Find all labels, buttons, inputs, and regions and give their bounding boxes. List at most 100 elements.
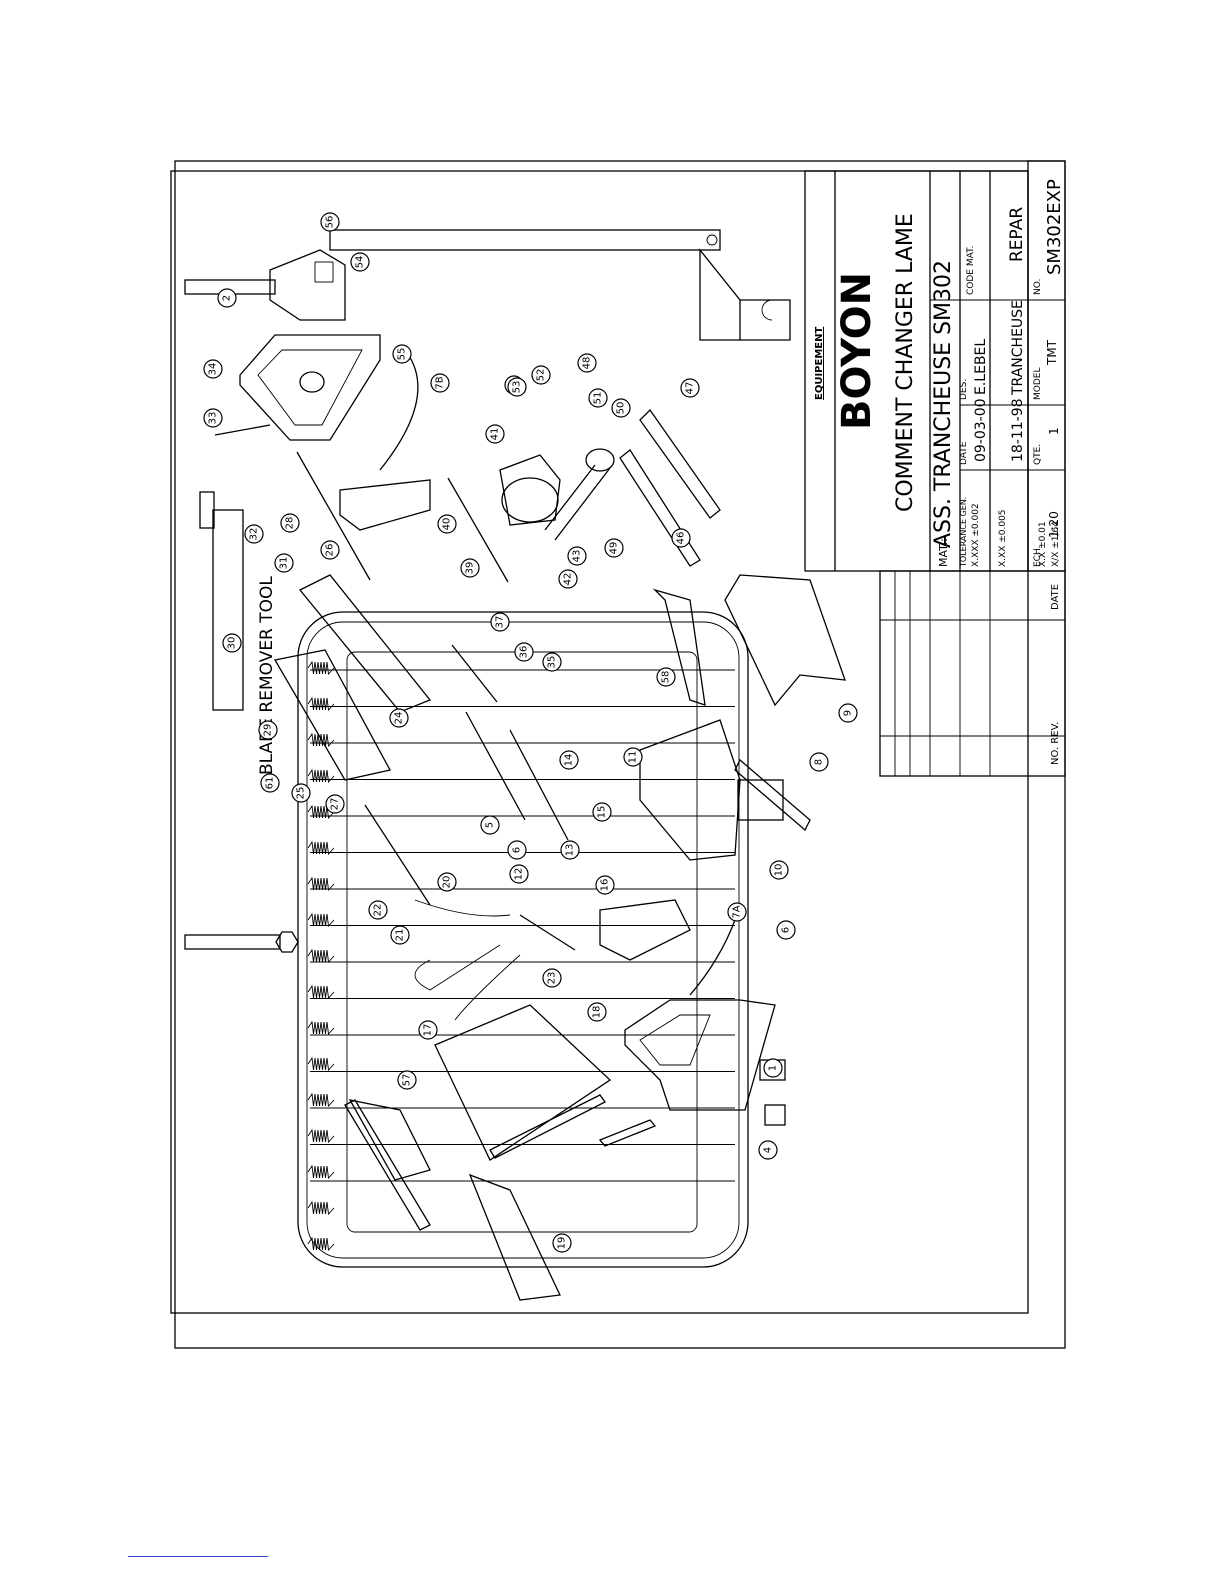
brand-text: BOYON [834, 272, 880, 430]
part-balloon-label: 48 [582, 357, 593, 370]
part-balloon-label: 30 [227, 637, 238, 650]
spring [307, 876, 335, 892]
part-balloon: 19 [552, 1233, 572, 1253]
part-balloon: 17 [418, 1020, 438, 1040]
spring [307, 912, 335, 928]
part-balloon-label: 56 [325, 216, 336, 229]
part-balloon-label: 58 [661, 671, 672, 684]
spring [307, 1020, 335, 1036]
part-balloon-label: 53 [512, 381, 523, 394]
part-balloon-label: 29 [263, 724, 274, 737]
part-balloon-label: 54 [355, 256, 366, 269]
part-balloon: 26 [320, 540, 340, 560]
part-balloon-label: 6 [512, 847, 523, 853]
part-balloon-label: 37 [495, 616, 506, 629]
part-balloon: 30 [222, 633, 242, 653]
part-balloon: 7A [727, 902, 747, 922]
des-label: DES. [959, 379, 969, 400]
part-balloon-label: 28 [285, 517, 296, 530]
spring [307, 948, 335, 964]
qte-value: 1 [1047, 427, 1061, 435]
part-balloon: 42 [558, 569, 578, 589]
footnote-rule [128, 1556, 268, 1557]
part-balloon: 7B [430, 373, 450, 393]
part-balloon-label: 40 [442, 518, 453, 531]
part-balloon-label: 7A [732, 905, 743, 918]
part-balloon-label: 1 [768, 1065, 779, 1071]
part-balloon: 8 [809, 752, 829, 772]
part-balloon-label: 5 [485, 822, 496, 828]
model-value: TMT [1045, 339, 1059, 366]
part-balloons: 1245667A7B891011121314151617181920212223… [203, 212, 858, 1253]
model-name: TRANCHEUSE [1010, 300, 1026, 396]
part-balloon: 34 [203, 359, 223, 379]
title-line-2: COMMENT CHANGER LAME [893, 213, 918, 512]
part-balloon-label: 13 [565, 844, 576, 857]
part-balloon: 10 [769, 860, 789, 880]
tolerance-fraction: X/X ±1/64 [1051, 521, 1061, 567]
part-balloon-label: 16 [600, 879, 611, 892]
part-balloon: 51 [588, 388, 608, 408]
spring [307, 1056, 335, 1072]
part-balloon-label: 24 [394, 712, 405, 725]
date-value-2: 18-11-98 [1010, 398, 1026, 462]
spring-stack [307, 660, 335, 1252]
tolerance-header: TOLERANCE GEN. [959, 497, 968, 568]
part-balloon: 6 [507, 840, 527, 860]
part-balloon-label: 14 [564, 754, 575, 767]
tolerance-xx: X.X ±0.01 [1038, 521, 1048, 567]
part-balloon-label: 9 [843, 710, 854, 716]
rev-label: NO. REV. [1050, 722, 1061, 765]
part-balloon-label: 46 [676, 532, 687, 545]
part-balloon: 20 [437, 872, 457, 892]
part-balloon: 2 [217, 288, 237, 308]
spring [307, 1092, 335, 1108]
rev-date-label: DATE [1050, 584, 1061, 610]
part-balloon: 61 [260, 773, 280, 793]
part-balloon: 43 [567, 546, 587, 566]
part-balloon: 15 [592, 802, 612, 822]
part-balloon-label: 18 [592, 1006, 603, 1019]
part-balloon-label: 17 [423, 1024, 434, 1037]
part-balloon: 4 [758, 1140, 778, 1160]
part-balloon-label: 4 [763, 1147, 774, 1153]
model-label: MODEL [1033, 368, 1043, 400]
part-balloon: 40 [437, 514, 457, 534]
part-balloon-label: 6 [781, 927, 792, 933]
part-balloon: 37 [490, 612, 510, 632]
spring [307, 984, 335, 1000]
part-balloon: 35 [542, 652, 562, 672]
part-balloon-label: 8 [814, 759, 825, 765]
part-balloon: 16 [595, 875, 615, 895]
spring [307, 1200, 335, 1216]
slicer-frame [297, 611, 749, 1268]
title-line-1: ASS. TRANCHEUSE SM302 [931, 260, 956, 548]
spring [307, 1236, 335, 1252]
part-balloon: 18 [587, 1002, 607, 1022]
part-balloon: 39 [460, 558, 480, 578]
part-balloon: 50 [611, 398, 631, 418]
part-balloon-label: 27 [330, 798, 341, 811]
part-balloon-label: 15 [597, 806, 608, 819]
spring [307, 1164, 335, 1180]
tolerance-xxxx: X.XXX ±0.002 [971, 503, 981, 567]
part-balloon-label: 36 [519, 646, 530, 659]
code-mat-label: CODE MAT. [966, 246, 976, 295]
part-balloon: 1 [763, 1058, 783, 1078]
spring [307, 732, 335, 748]
side-rails [619, 408, 721, 567]
part-balloon: 27 [325, 794, 345, 814]
part-balloon-label: 49 [609, 542, 620, 555]
spring [307, 696, 335, 712]
vertical-arm [329, 229, 791, 341]
part-balloon-label: 7B [435, 376, 446, 389]
part-balloon-label: 23 [547, 972, 558, 985]
part-balloon-label: 25 [296, 787, 307, 800]
covers-and-plates [273, 479, 846, 1301]
part-balloon: 22 [368, 900, 388, 920]
spring [307, 1128, 335, 1144]
carriage-assembly [239, 249, 381, 441]
part-balloon: 28 [280, 513, 300, 533]
drawing-number: SM302EXP [1044, 179, 1065, 275]
